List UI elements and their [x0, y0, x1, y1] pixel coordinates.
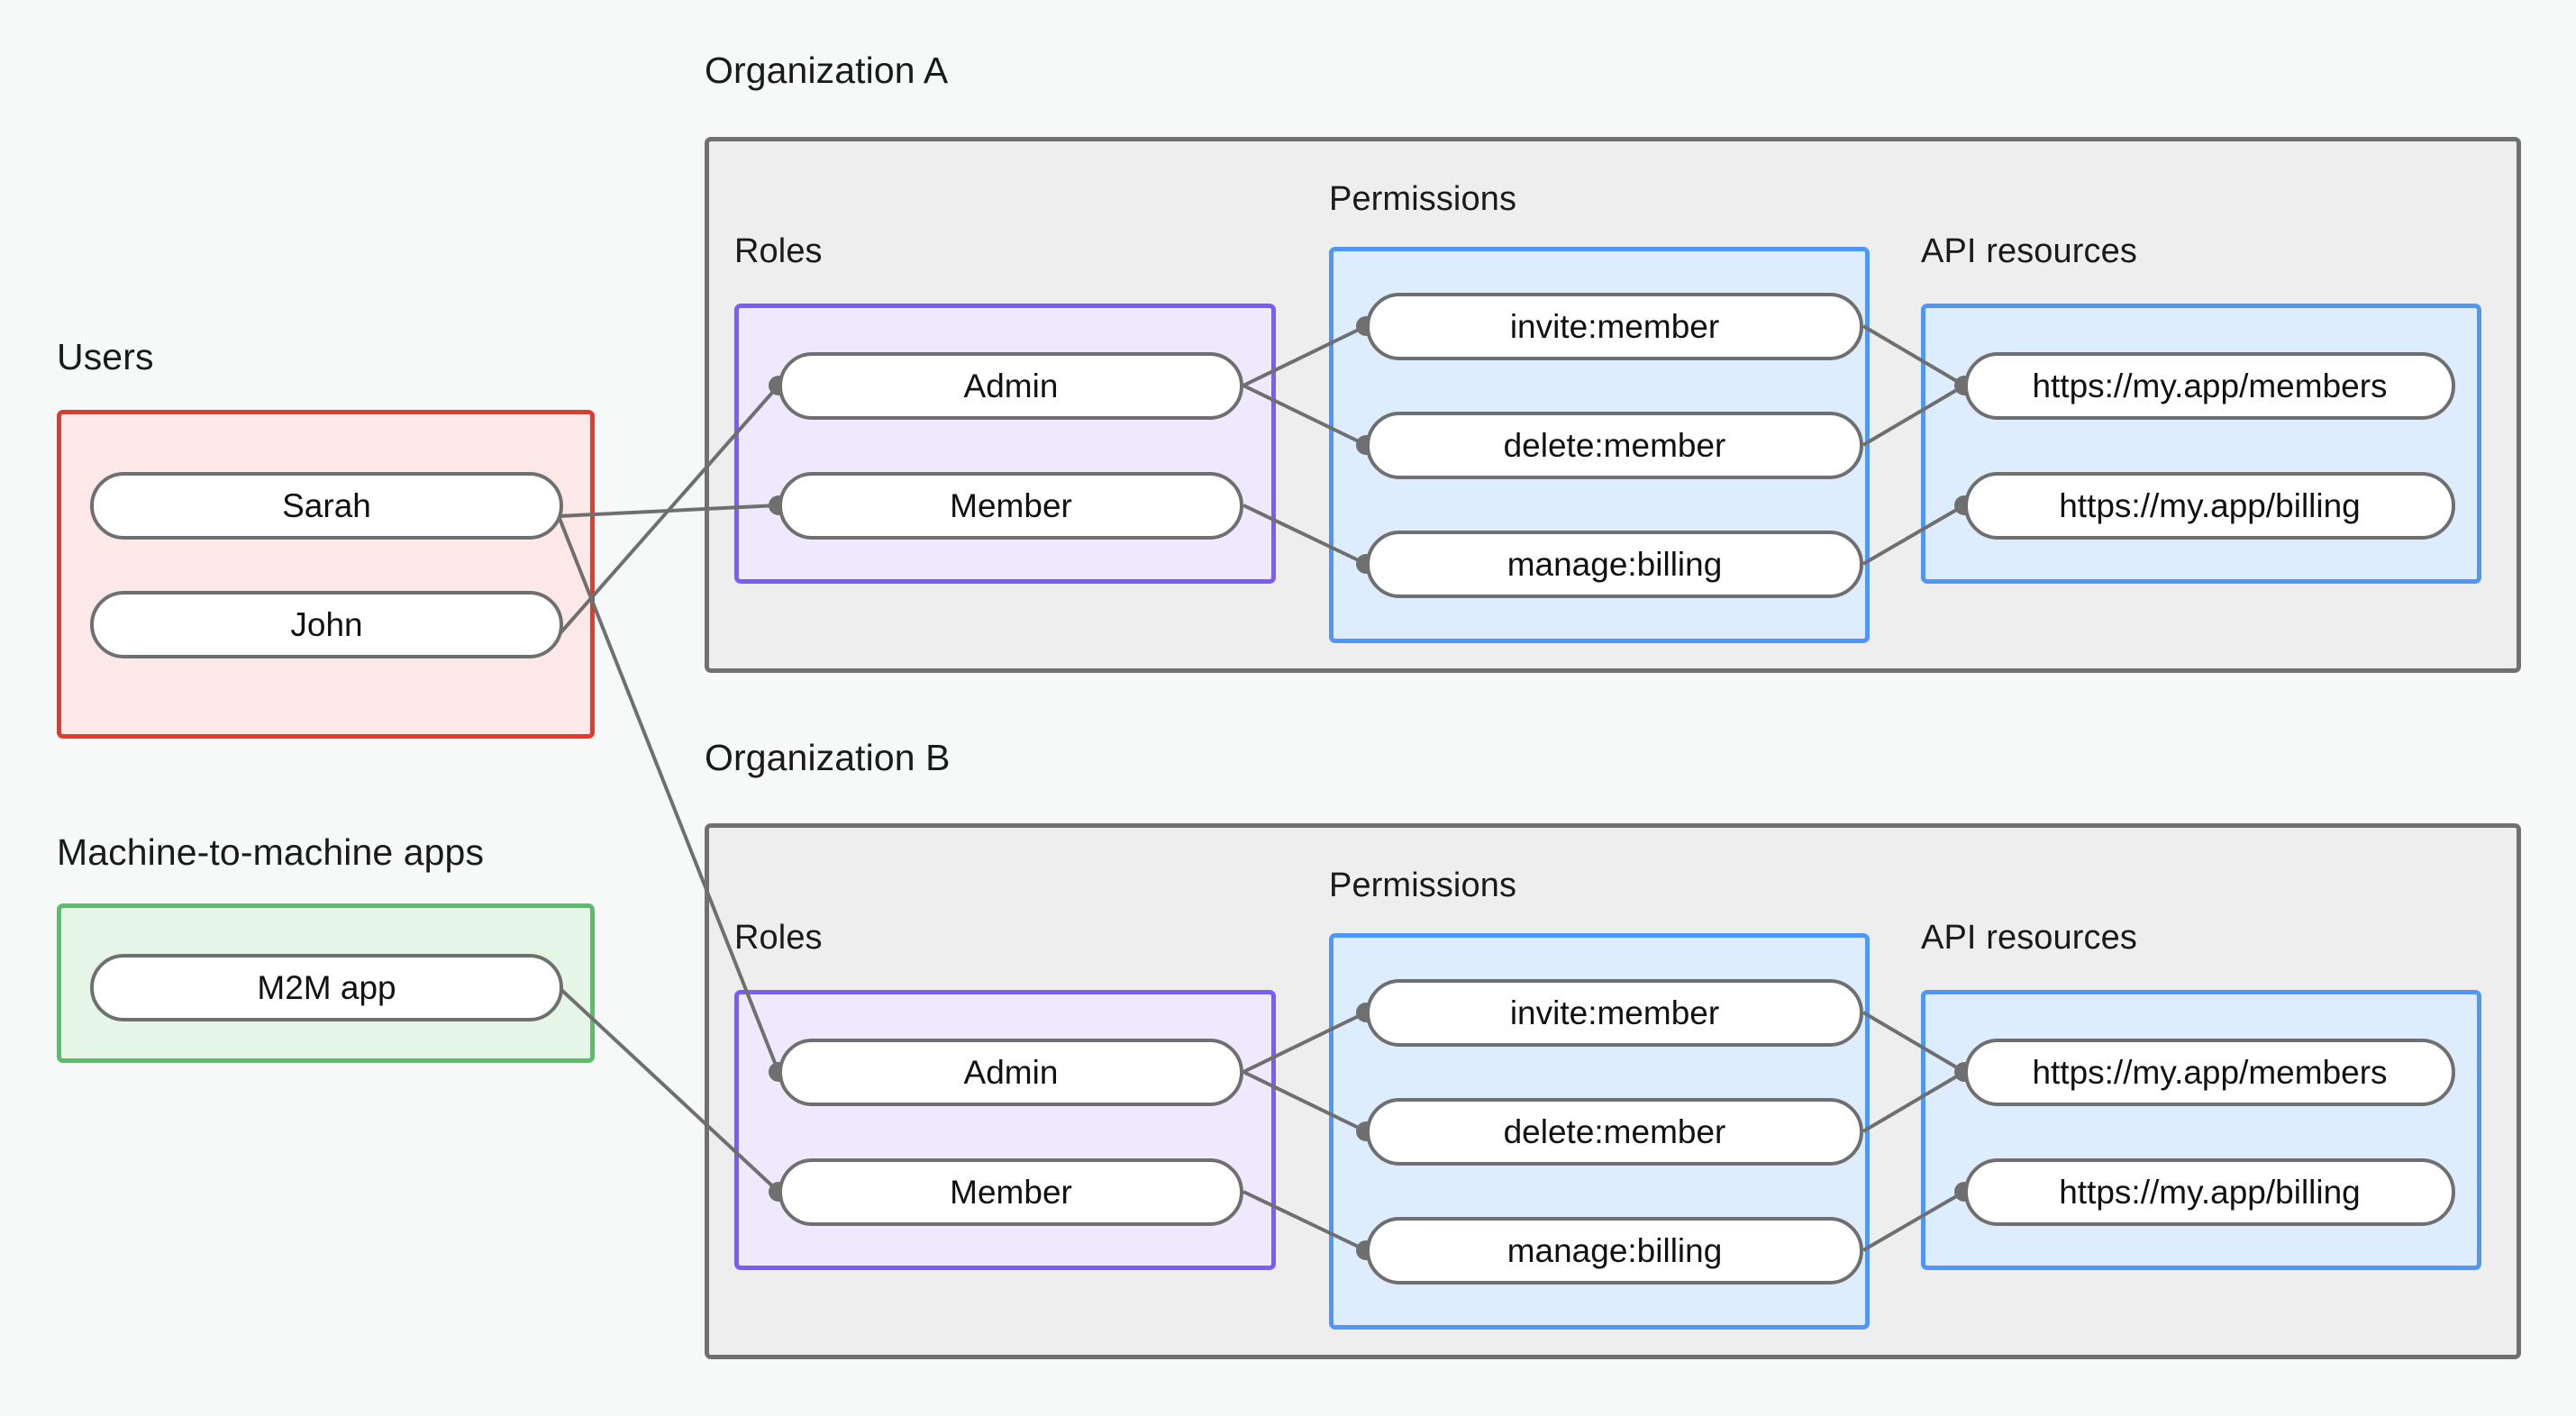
org-a-permission-node-invite-member[interactable]: invite:member — [1366, 293, 1863, 360]
org-a-title: Organization A — [705, 50, 949, 91]
org-a-permissions-title: Permissions — [1329, 180, 1517, 218]
org-b-roles-container — [734, 990, 1276, 1270]
org-b-api-resources-title: API resources — [1921, 919, 2137, 957]
org-a-api-resources-title: API resources — [1921, 232, 2137, 270]
org-b-api-resources-container — [1921, 990, 2481, 1270]
org-a-permission-node-delete-member[interactable]: delete:member — [1366, 412, 1863, 479]
org-a-roles-title: Roles — [734, 232, 823, 270]
org-a-role-node-admin[interactable]: Admin — [778, 352, 1243, 420]
user-node-sarah[interactable]: Sarah — [90, 472, 563, 540]
org-b-roles-title: Roles — [734, 919, 823, 957]
org-a-api-node-billing[interactable]: https://my.app/billing — [1964, 472, 2455, 540]
org-b-permission-node-invite-member[interactable]: invite:member — [1366, 979, 1863, 1047]
users-container — [57, 410, 595, 739]
org-b-permissions-title: Permissions — [1329, 867, 1517, 904]
org-b-api-node-members[interactable]: https://my.app/members — [1964, 1039, 2455, 1106]
org-a-api-node-members[interactable]: https://my.app/members — [1964, 352, 2455, 420]
org-b-title: Organization B — [705, 737, 951, 778]
m2m-node-app[interactable]: M2M app — [90, 954, 563, 1021]
org-a-roles-container — [734, 304, 1276, 584]
org-b-permission-node-manage-billing[interactable]: manage:billing — [1366, 1217, 1863, 1284]
org-b-api-node-billing[interactable]: https://my.app/billing — [1964, 1158, 2455, 1226]
org-b-role-node-member[interactable]: Member — [778, 1158, 1243, 1226]
org-a-role-node-member[interactable]: Member — [778, 472, 1243, 540]
org-a-api-resources-container — [1921, 304, 2481, 584]
users-group-title: Users — [57, 336, 154, 377]
m2m-group-title: Machine-to-machine apps — [57, 831, 485, 873]
org-b-role-node-admin[interactable]: Admin — [778, 1039, 1243, 1106]
org-b-permission-node-delete-member[interactable]: delete:member — [1366, 1098, 1863, 1166]
org-a-permission-node-manage-billing[interactable]: manage:billing — [1366, 531, 1863, 598]
user-node-john[interactable]: John — [90, 591, 563, 658]
